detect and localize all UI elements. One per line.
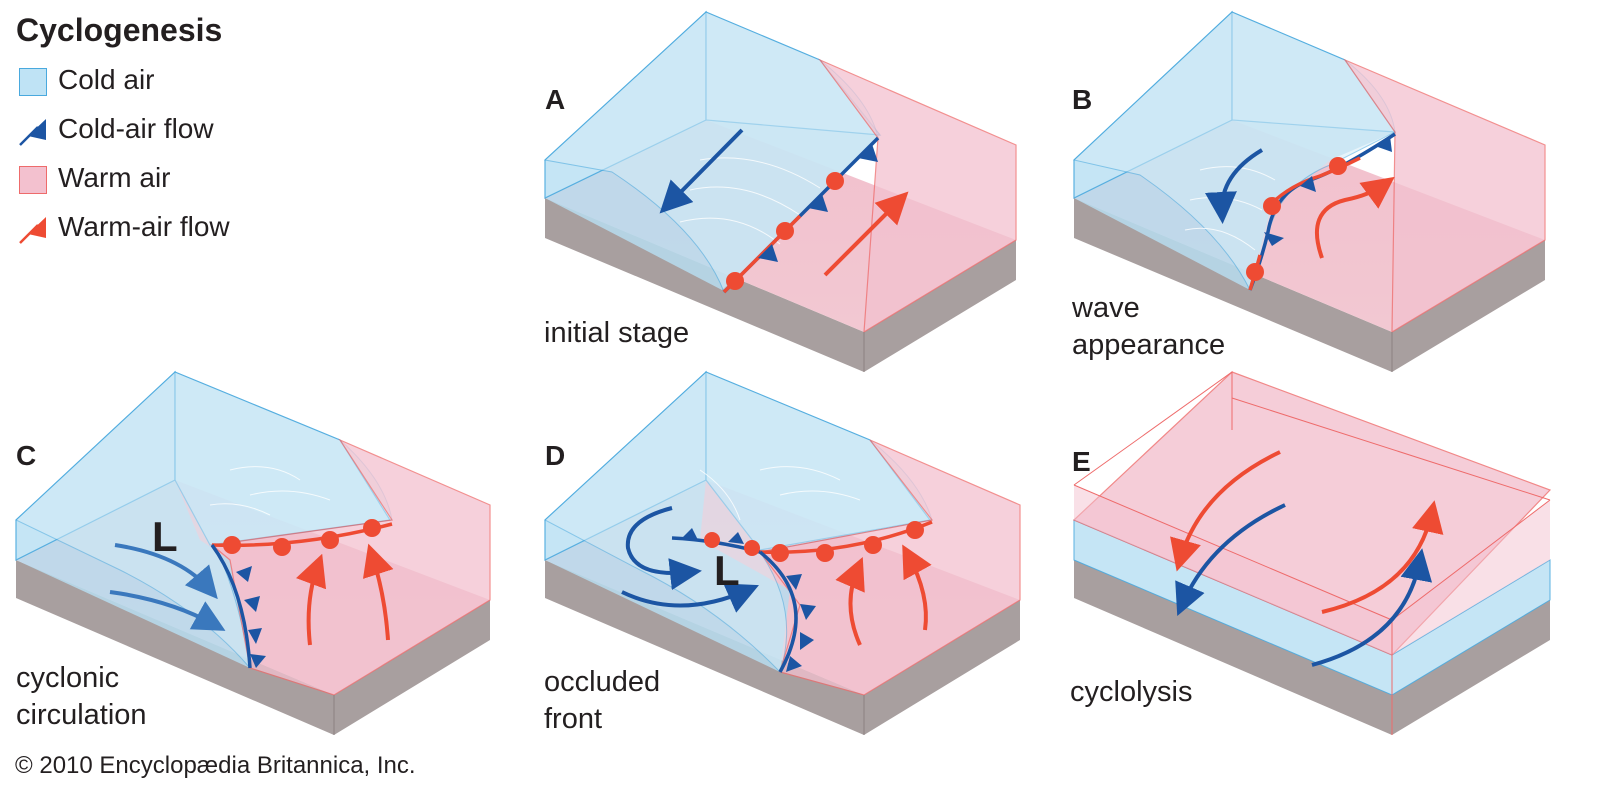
legend-cold-air-flow-icon [19,119,46,146]
warm-front-symbols [771,521,924,562]
ground-slab [545,560,1020,735]
panel-c-letter: C [16,440,37,471]
low-pressure-symbol: L [152,513,178,560]
cold-air-flow-arrow-up [1311,548,1433,667]
legend-warm-air-label: Warm air [58,162,171,193]
ground-slab [16,560,490,735]
warm-front-symbols [223,519,381,556]
warm-air-flow-arrow-2 [362,543,394,641]
panel-a-letter: A [545,84,566,115]
panel-e-cyclolysis [1072,371,1552,735]
cold-front-line [210,543,252,669]
ground-slab [1074,560,1550,735]
panel-a-initial-stage [543,10,1017,372]
legend-cold-air-label: Cold air [58,64,155,95]
legend-warm-air-flow-icon [19,217,46,244]
cold-air-flow-arrow-lower [109,590,226,631]
cold-air-flow-arrow-lower [621,583,759,613]
panel-b-letter: B [1072,84,1093,115]
cold-front-symbols [1264,136,1392,246]
copyright-notice: © 2010 Encyclopædia Britannica, Inc. [15,752,416,779]
panel-b-wave-appearance [1072,10,1546,372]
cold-air-flow-arrow [1204,148,1264,224]
cold-front-symbols [236,566,266,668]
legend-warm-air-swatch [19,166,47,194]
cold-air-flow-arrow-circulating [625,506,702,591]
warm-front-symbols [726,172,844,290]
panel-b-caption: wave appearance [1072,292,1226,361]
panel-d-caption: occluded front [544,666,661,735]
panel-c-cyclonic-circulation: L [15,370,491,735]
low-pressure-symbol: L [714,547,740,594]
ground-slab [1074,198,1545,372]
warm-air-flow-arrow-down [1170,450,1281,572]
cold-air-flow-arrow [659,128,744,214]
warm-air-flow-arrow [823,191,909,277]
cold-front-line [758,550,798,673]
warm-air-flow-arrow [1314,176,1395,259]
cold-air-flow-arrow-down [1175,503,1286,617]
cold-front-symbols [758,144,878,262]
legend-cold-air-swatch [19,68,47,96]
warm-air-flow-arrow-up [1321,500,1444,614]
warm-front-symbols [1246,157,1347,281]
cold-air-flow-arrow-upper [114,543,218,600]
panel-a-caption: initial stage [544,317,690,349]
panel-d-occluded-front: L [544,370,1021,735]
occluded-front-symbols [682,528,760,556]
legend-cold-air-flow-label: Cold-air flow [58,113,214,144]
panel-c-caption: cyclonic circulation [16,662,147,731]
warm-air-flow-arrow-2 [902,544,932,631]
warm-air-front-face [1074,485,1550,655]
warm-air-flow-arrow-1 [296,553,327,646]
warm-air-box [818,58,1017,334]
panel-e-caption: cyclolysis [1070,676,1193,708]
warm-air-box [1343,58,1546,334]
legend-warm-air-flow-label: Warm-air flow [58,211,230,242]
diagram-title: Cyclogenesis [16,12,223,48]
panel-e-letter: E [1072,446,1091,477]
ground-slab [545,198,1016,372]
panel-d-letter: D [545,440,566,471]
cold-front-symbols [786,574,816,672]
warm-air-flow-arrow-1 [835,556,865,646]
